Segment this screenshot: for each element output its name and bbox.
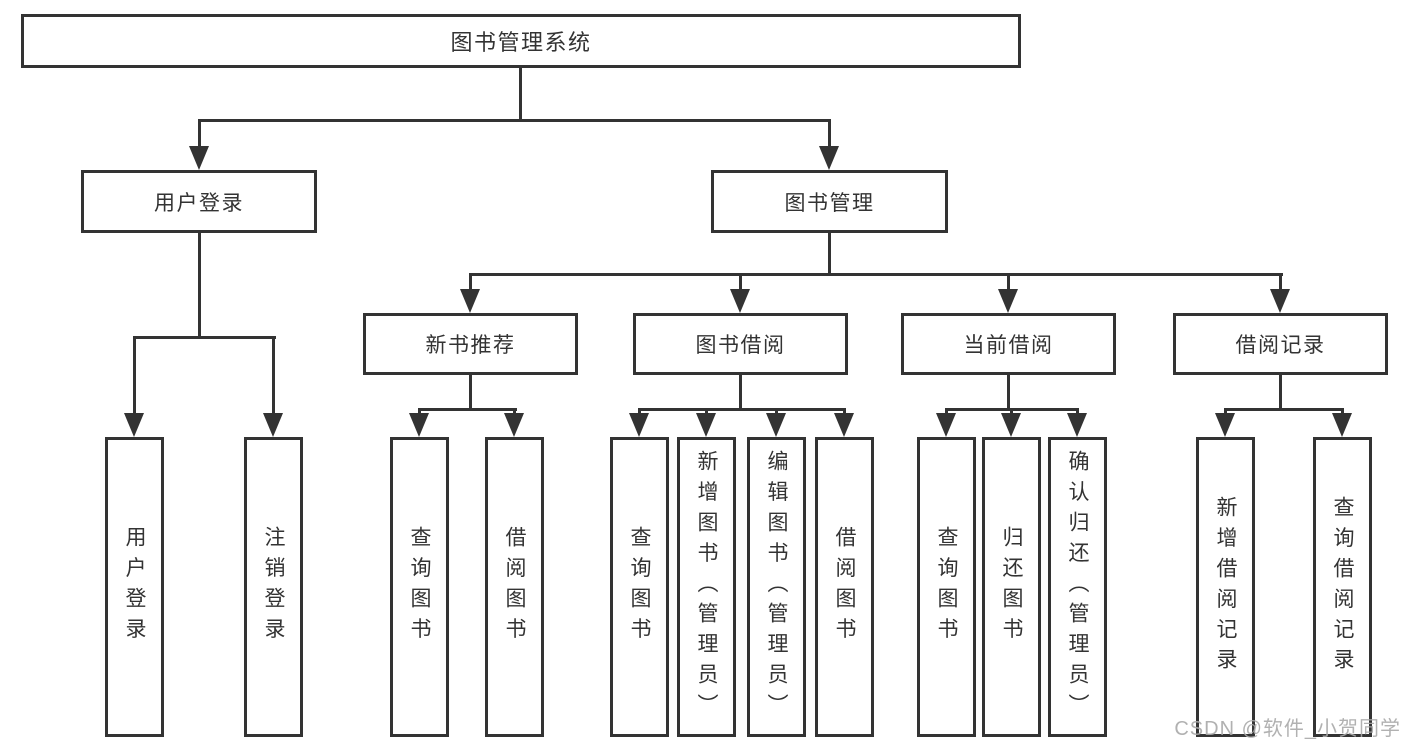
- arrowhead-leaf-borrow-books-2: [834, 413, 854, 437]
- leaf-label: 用户登录: [123, 526, 146, 648]
- connector-leaf-stem: [775, 408, 778, 416]
- leaf-label: 注销登录: [262, 526, 285, 648]
- connector-leaf-stem: [513, 408, 516, 416]
- leaf-label: 归还图书: [1000, 526, 1023, 648]
- node-book-borrowing: 图书借阅: [633, 313, 848, 375]
- leaf-query-books-current: 查询图书: [917, 437, 976, 737]
- connector-records-down: [1279, 375, 1282, 411]
- arrowhead-book-management: [819, 146, 839, 170]
- arrowhead-leaf-logout: [263, 413, 283, 437]
- connector-leaf-stem: [133, 336, 136, 415]
- leaf-query-borrow-record: 查询借阅记录: [1313, 437, 1372, 737]
- connector-leaf-stem: [272, 336, 275, 415]
- arrowhead-leaf-edit-book-admin: [766, 413, 786, 437]
- node-library-management-system: 图书管理系统: [21, 14, 1021, 68]
- connector-leaf-stem: [1076, 408, 1079, 416]
- leaf-label: 查询图书: [628, 526, 651, 648]
- leaf-query-books-borrowing: 查询图书: [610, 437, 669, 737]
- node-label: 用户登录: [154, 191, 244, 215]
- arrowhead-leaf-user-login: [124, 413, 144, 437]
- arrowhead-leaf-confirm-return-admin: [1067, 413, 1087, 437]
- leaf-logout: 注销登录: [244, 437, 303, 737]
- connector-root-stem: [519, 68, 522, 122]
- leaf-label: 查询图书: [408, 526, 431, 648]
- leaf-borrow-books-recommend: 借阅图书: [485, 437, 544, 737]
- connector-borrowing-bus: [638, 408, 846, 411]
- connector-borrowing-down: [739, 375, 742, 411]
- node-label: 图书管理: [784, 191, 875, 215]
- connector-leaf-stem: [945, 408, 948, 416]
- arrowhead-leaf-query-books-2: [629, 413, 649, 437]
- leaf-label: 确认归还（管理员）: [1066, 449, 1089, 725]
- leaf-add-borrow-record: 新增借阅记录: [1196, 437, 1255, 737]
- arrowhead-leaf-query-books-3: [936, 413, 956, 437]
- connector-leaf-stem: [418, 408, 421, 416]
- arrowhead-leaf-add-borrow-record: [1215, 413, 1235, 437]
- connector-recommend-bus: [418, 408, 517, 411]
- leaf-add-book-admin: 新增图书（管理员）: [677, 437, 736, 737]
- connector-l3-stem: [1007, 273, 1010, 291]
- node-new-book-recommendation: 新书推荐: [363, 313, 578, 375]
- node-label: 新书推荐: [425, 334, 516, 357]
- connector-book-management-stem: [828, 119, 831, 148]
- arrowhead-leaf-query-books-1: [409, 413, 429, 437]
- connector-current-down: [1007, 375, 1010, 411]
- csdn-watermark: CSDN @软件_小贺同学: [1174, 718, 1401, 740]
- connector-level3-bus: [469, 273, 1283, 276]
- node-label: 图书借阅: [695, 334, 786, 357]
- connector-leaf-stem: [1341, 408, 1344, 416]
- connector-leaf-stem: [1010, 408, 1013, 416]
- leaf-query-books-recommend: 查询图书: [390, 437, 449, 737]
- connector-l3-stem: [1279, 273, 1282, 291]
- connector-user-login-stem: [198, 119, 201, 148]
- leaf-label: 新增借阅记录: [1214, 495, 1237, 679]
- connector-user-login-bus: [133, 336, 276, 339]
- leaf-label: 查询借阅记录: [1331, 495, 1354, 679]
- leaf-label: 查询图书: [935, 526, 958, 648]
- arrowhead-leaf-add-book-admin: [696, 413, 716, 437]
- arrowhead-current-borrowing: [998, 289, 1018, 313]
- arrowhead-borrowing-records: [1270, 289, 1290, 313]
- leaf-label: 编辑图书（管理员）: [765, 449, 788, 725]
- arrowhead-leaf-return-books: [1001, 413, 1021, 437]
- arrowhead-leaf-query-borrow-record: [1332, 413, 1352, 437]
- leaf-label: 新增图书（管理员）: [695, 449, 718, 725]
- node-borrowing-records: 借阅记录: [1173, 313, 1388, 375]
- arrowhead-leaf-borrow-books-1: [504, 413, 524, 437]
- connector-book-management-down: [828, 233, 831, 276]
- node-book-management: 图书管理: [711, 170, 948, 233]
- node-label: 当前借阅: [963, 334, 1054, 357]
- node-label: 图书管理系统: [450, 30, 592, 55]
- leaf-borrow-books-borrowing: 借阅图书: [815, 437, 874, 737]
- connector-records-bus: [1224, 408, 1344, 411]
- connector-leaf-stem: [705, 408, 708, 416]
- node-current-borrowing: 当前借阅: [901, 313, 1116, 375]
- connector-leaf-stem: [638, 408, 641, 416]
- leaf-confirm-return-admin: 确认归还（管理员）: [1048, 437, 1107, 737]
- arrowhead-new-book-recommendation: [460, 289, 480, 313]
- leaf-label: 借阅图书: [503, 526, 526, 648]
- node-user-login: 用户登录: [81, 170, 317, 233]
- connector-user-login-down: [198, 233, 201, 339]
- connector-l3-stem: [469, 273, 472, 291]
- leaf-label: 借阅图书: [833, 526, 856, 648]
- connector-recommend-down: [469, 375, 472, 411]
- node-label: 借阅记录: [1235, 334, 1326, 357]
- leaf-edit-book-admin: 编辑图书（管理员）: [747, 437, 806, 737]
- connector-leaf-stem: [843, 408, 846, 416]
- leaf-user-login: 用户登录: [105, 437, 164, 737]
- leaf-return-books: 归还图书: [982, 437, 1041, 737]
- connector-level2-bus: [198, 119, 831, 122]
- connector-l3-stem: [739, 273, 742, 291]
- arrowhead-book-borrowing: [730, 289, 750, 313]
- connector-leaf-stem: [1224, 408, 1227, 416]
- arrowhead-user-login: [189, 146, 209, 170]
